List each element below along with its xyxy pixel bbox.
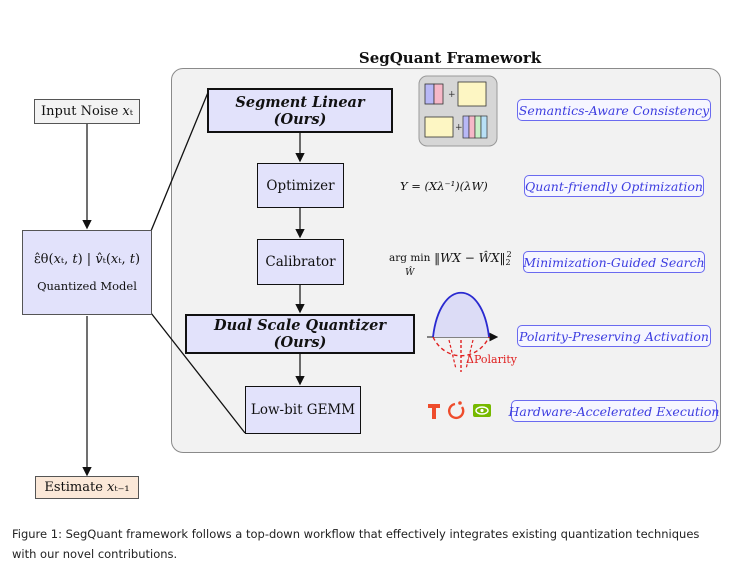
feature-quant-friendly: Quant-friendly Optimization xyxy=(524,175,704,197)
figure-caption: Figure 1: SegQuant framework follows a t… xyxy=(12,527,700,561)
framework-title: SegQuant Framework xyxy=(358,49,542,67)
optimizer-formula: Y = (Xλ⁻¹)(λW) xyxy=(400,179,488,193)
model-label: Quantized Model xyxy=(37,279,137,293)
stage-dual-scale-quantizer: Dual Scale Quantizer (Ours) xyxy=(185,314,415,354)
argmin-text: arg min xyxy=(389,252,431,264)
norm-text: ‖WX − ŴX‖ xyxy=(434,250,506,265)
estimate-output-box: Estimate 𝑥ₜ₋₁ xyxy=(35,476,139,499)
feature-minimization-guided: Minimization-Guided Search xyxy=(523,251,705,273)
feature-semantics-aware: Semantics-Aware Consistency xyxy=(517,99,711,121)
quantized-model-box: ε̂θ(𝑥ₜ, 𝑡) | 𝑣̂ₜ(𝑥ₜ, 𝑡) Quantized Model xyxy=(22,230,152,315)
argmin-sub: Ŵ xyxy=(405,268,415,278)
zoom-line-bottom xyxy=(150,312,246,434)
input-noise-box: Input Noise 𝑥ₜ xyxy=(34,99,140,124)
norm-sub: 2 xyxy=(505,258,511,268)
norm-sup: 2 xyxy=(506,250,512,259)
svg-text:+: + xyxy=(448,90,456,100)
stage-calibrator: Calibrator xyxy=(257,239,344,285)
pytorch-icon xyxy=(428,404,440,419)
stage-segment-linear: Segment Linear (Ours) xyxy=(207,88,393,133)
stage-low-bit-gemm: Low-bit GEMM xyxy=(245,386,361,434)
refresh-icon xyxy=(448,401,465,420)
polarity-curve-icon xyxy=(427,292,499,372)
feature-polarity-preserving: Polarity-Preserving Activation xyxy=(517,325,711,347)
semantics-icon: + + xyxy=(418,75,498,147)
calibrator-formula: arg min Ŵ ‖WX − ŴX‖22 xyxy=(389,250,512,278)
nvidia-icon xyxy=(473,404,491,417)
zoom-line-top xyxy=(150,89,210,232)
svg-text:+: + xyxy=(455,123,463,133)
stage-optimizer: Optimizer xyxy=(257,163,344,208)
model-formula: ε̂θ(𝑥ₜ, 𝑡) | 𝑣̂ₜ(𝑥ₜ, 𝑡) xyxy=(33,252,141,267)
feature-hardware-accelerated: Hardware-Accelerated Execution xyxy=(509,400,719,422)
polarity-label: ΔPolarity xyxy=(466,353,518,366)
